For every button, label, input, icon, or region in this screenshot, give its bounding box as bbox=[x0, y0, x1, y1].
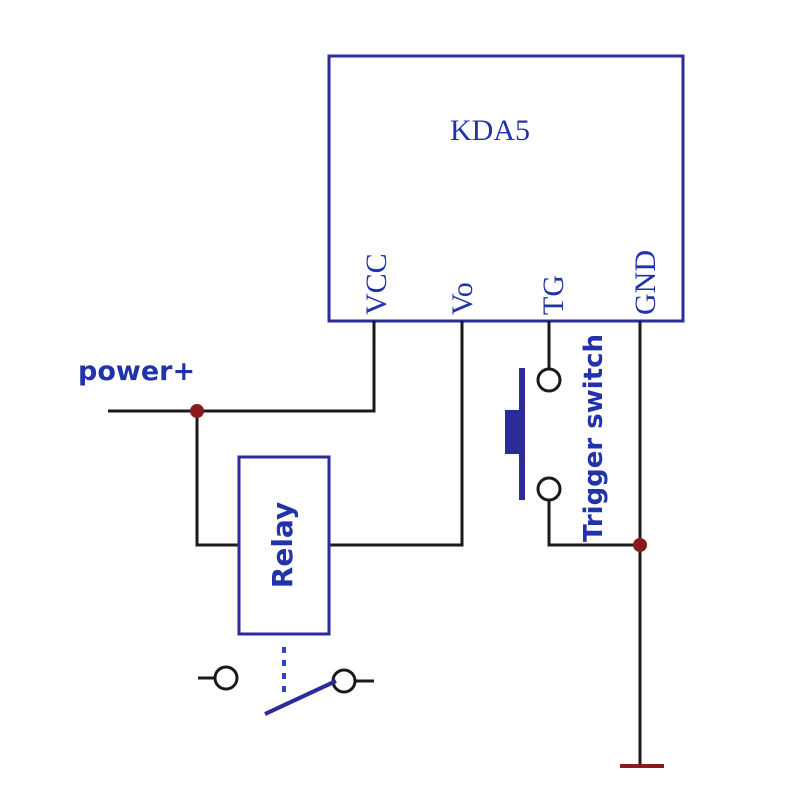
junction-gnd bbox=[633, 538, 647, 552]
trigger-contact-bottom bbox=[536, 476, 562, 502]
wire-power-to-relay bbox=[195, 411, 239, 547]
trigger-switch-label: Trigger switch bbox=[579, 334, 609, 542]
relay-switch-arm bbox=[264, 679, 337, 716]
power-label: power+ bbox=[78, 356, 195, 387]
wire-switch-to-gnd bbox=[547, 499, 640, 547]
relay-contact-right bbox=[331, 668, 357, 694]
module-title: KDA5 bbox=[450, 114, 530, 147]
relay-label: Relay bbox=[266, 502, 299, 588]
trigger-contact-top bbox=[536, 367, 562, 393]
relay-contact-left bbox=[213, 665, 239, 691]
pin-label-vcc: VCC bbox=[360, 253, 393, 315]
relay-box bbox=[237, 455, 331, 636]
trigger-switch-button bbox=[505, 410, 522, 454]
wire-vo-to-relay bbox=[329, 321, 464, 547]
pin-label-vo: Vo bbox=[446, 282, 479, 315]
pin-label-gnd: GND bbox=[629, 250, 662, 315]
junction-power bbox=[190, 404, 204, 418]
kda5-module-box bbox=[327, 54, 685, 323]
wires bbox=[108, 321, 642, 765]
pin-label-tg: TG bbox=[537, 275, 570, 315]
